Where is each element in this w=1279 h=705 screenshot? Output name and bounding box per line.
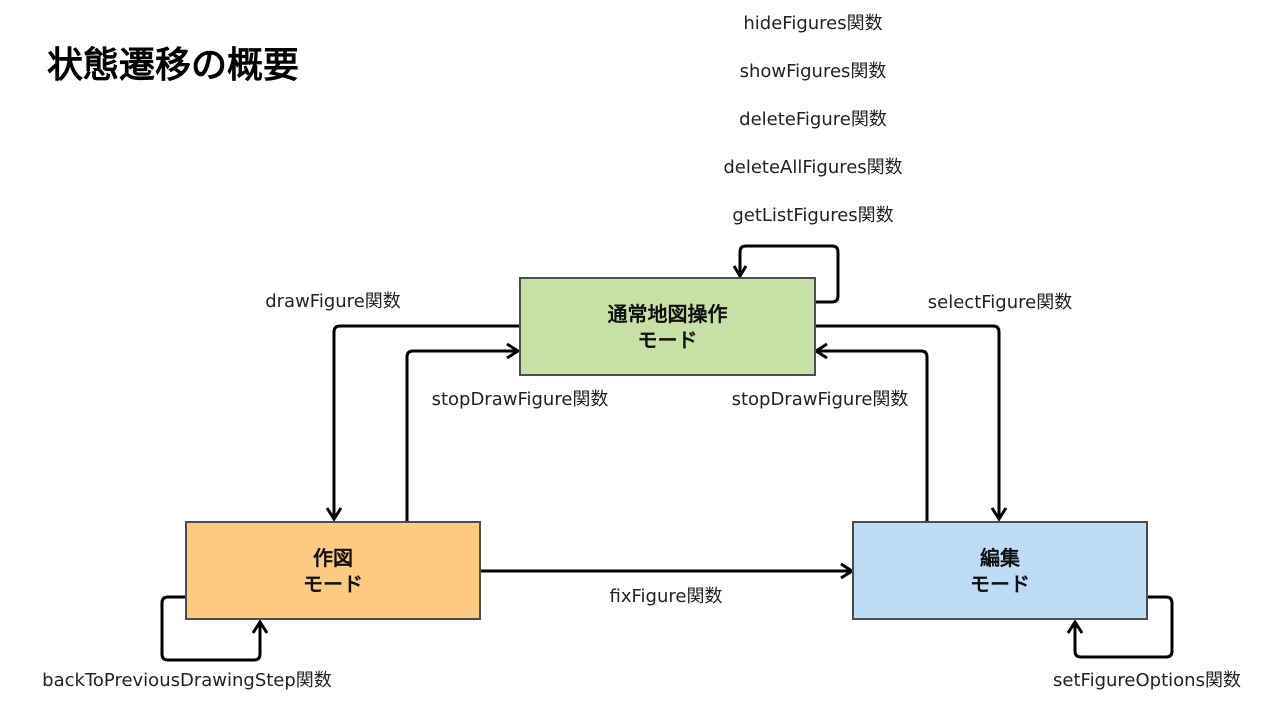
state-drawing-title: 作図: [313, 545, 353, 570]
arrowhead-normal-self-loop: [732, 265, 748, 279]
arrowhead-stop-draw-from-editing: [813, 342, 828, 360]
label-set-figure-options: setFigureOptions関数: [1053, 670, 1241, 691]
edge-stop-draw-from-drawing: [405, 349, 517, 521]
label-get-list-figures: getListFigures関数: [732, 205, 894, 226]
label-draw-figure: drawFigure関数: [265, 291, 401, 312]
label-back-to-previous-step: backToPreviousDrawingStep関数: [42, 670, 332, 691]
label-show-figures: showFigures関数: [739, 61, 887, 82]
label-select-figure: selectFigure関数: [927, 292, 1073, 313]
edge-normal-self-loop: [738, 244, 840, 304]
edge-select-figure: [815, 324, 1001, 518]
arrowhead-stop-draw-from-drawing: [506, 342, 521, 360]
state-normal-map-mode: 通常地図操作 モード: [519, 277, 816, 376]
label-delete-figure: deleteFigure関数: [739, 109, 887, 130]
state-normal-title: 通常地図操作: [607, 301, 728, 326]
state-editing-title: 編集: [980, 545, 1020, 570]
edge-stop-draw-from-editing: [817, 349, 929, 521]
edge-draw-figure: [332, 324, 519, 518]
arrowhead-select-figure: [990, 507, 1008, 522]
page-title: 状態遷移の概要: [47, 45, 300, 86]
state-editing-mode: 編集 モード: [852, 521, 1148, 620]
arrowhead-draw-figure: [325, 507, 343, 522]
label-stop-draw-from-drawing: stopDrawFigure関数: [431, 389, 609, 410]
label-stop-draw-from-editing: stopDrawFigure関数: [731, 389, 909, 410]
edge-editing-self-loop: [1073, 595, 1174, 659]
arrowhead-drawing-self-loop: [251, 619, 269, 634]
edge-drawing-self-loop: [160, 595, 262, 662]
arrowhead-editing-self-loop: [1066, 619, 1084, 634]
state-drawing-mode: 作図 モード: [185, 521, 481, 620]
label-hide-figures: hideFigures関数: [743, 13, 883, 34]
label-fix-figure: fixFigure関数: [609, 586, 723, 607]
label-delete-all-figures: deleteAllFigures関数: [723, 157, 903, 178]
state-editing-subtitle: モード: [970, 571, 1030, 596]
state-normal-subtitle: モード: [637, 327, 698, 352]
state-drawing-subtitle: モード: [303, 571, 363, 596]
